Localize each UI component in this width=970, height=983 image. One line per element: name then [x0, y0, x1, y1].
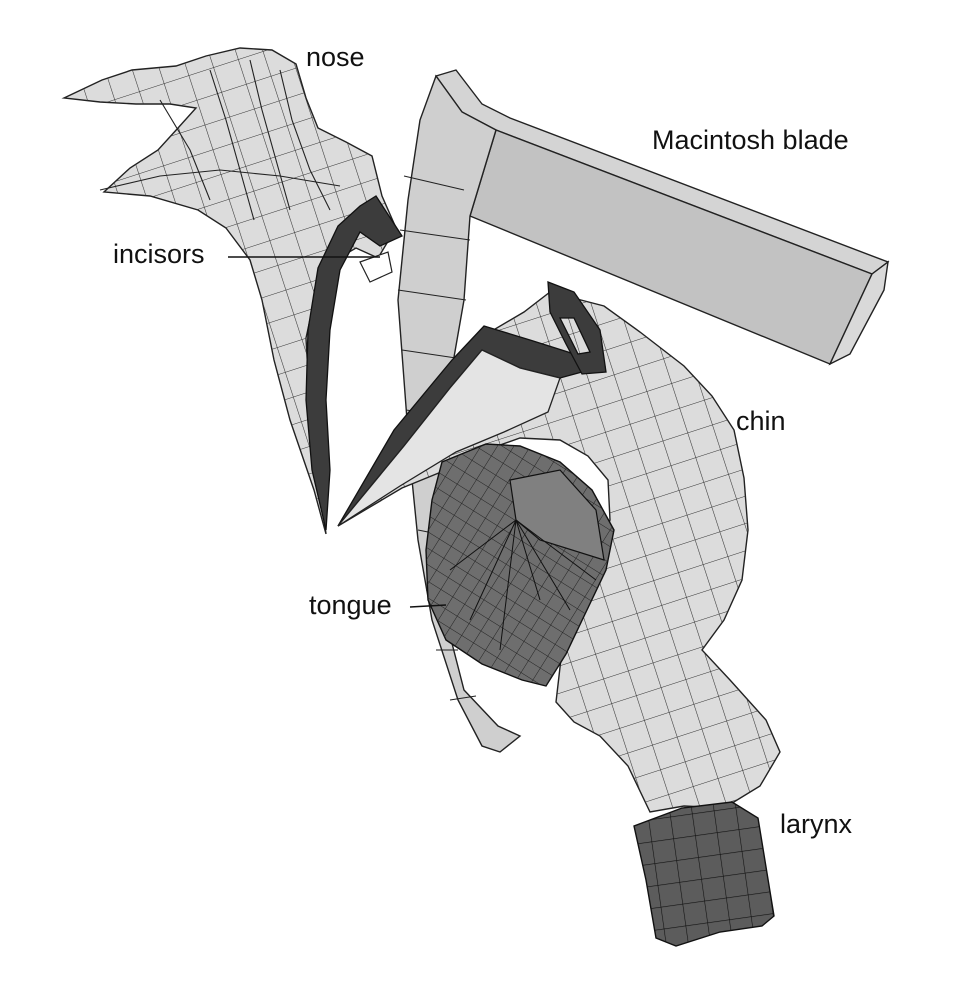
- tongue-label: tongue: [309, 590, 392, 620]
- chin-label: chin: [736, 406, 786, 436]
- incisors-label: incisors: [113, 239, 205, 269]
- larynx-label: larynx: [780, 809, 853, 839]
- pharynx-light-wedge: [337, 349, 561, 527]
- epiglottis-dark-loop: [547, 281, 607, 375]
- tongue-leader-line: [409, 604, 447, 608]
- tongue-inner-lines: [449, 519, 597, 651]
- incisor-tip: [359, 251, 393, 283]
- lower-face-mesh: [337, 281, 781, 813]
- blade-end-face: [828, 260, 889, 366]
- tongue: [425, 443, 615, 687]
- incisors-shape: [305, 195, 403, 531]
- nose-ridge-lines: [99, 59, 341, 221]
- upper-face-mesh: [61, 47, 403, 535]
- macintosh-blade-label: Macintosh blade: [652, 125, 849, 155]
- larynx-mesh-overlay: [634, 802, 774, 946]
- nose-mesh-overlay: [64, 48, 396, 534]
- nose-label: nose: [306, 42, 365, 72]
- larynx: [633, 801, 775, 947]
